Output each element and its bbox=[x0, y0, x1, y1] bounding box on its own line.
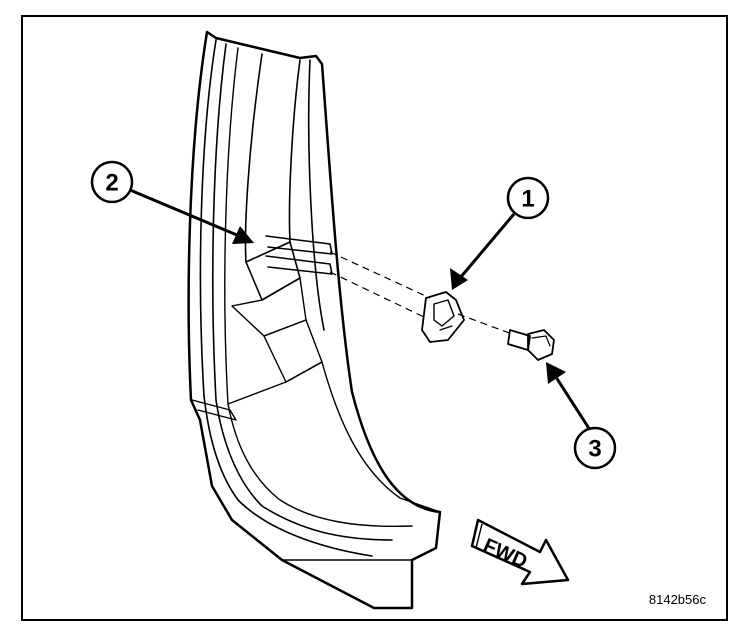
figure-id: 8142b56c bbox=[649, 592, 707, 607]
leader-arrows bbox=[129, 188, 592, 431]
diagram-frame bbox=[21, 15, 728, 621]
forward-direction-arrow: FWD bbox=[470, 518, 570, 586]
callout-2: 2 bbox=[90, 160, 134, 204]
callout-2-label: 2 bbox=[105, 170, 118, 197]
callout-3: 3 bbox=[573, 426, 617, 470]
callout-1-label: 1 bbox=[521, 186, 534, 213]
panel-slot bbox=[265, 235, 333, 275]
assembly-lines bbox=[329, 251, 513, 335]
callout-1: 1 bbox=[506, 176, 550, 220]
callout-3-label: 3 bbox=[588, 436, 601, 463]
body-pillar-panel bbox=[187, 30, 442, 610]
clip bbox=[421, 291, 465, 343]
bolt bbox=[507, 329, 555, 361]
